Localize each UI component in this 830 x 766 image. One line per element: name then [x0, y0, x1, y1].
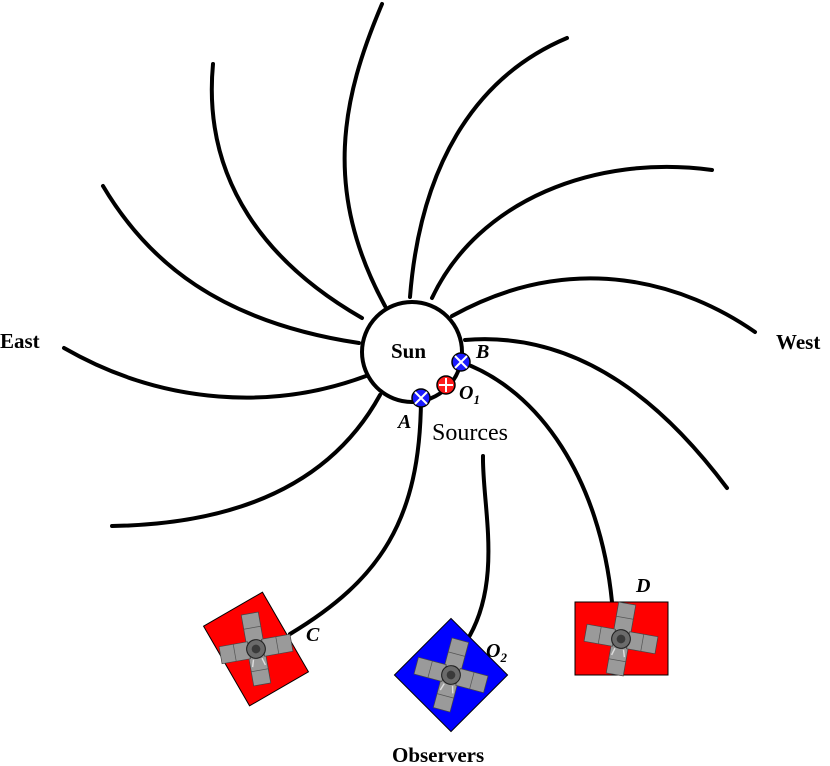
observer-o2-subscript: 2: [499, 650, 507, 665]
observers-label: Observers: [392, 743, 484, 766]
source-o1-subscript: 1: [473, 392, 480, 407]
spacecraft-icon: [406, 630, 496, 720]
observer-d: [574, 596, 669, 682]
west-label: West: [776, 330, 820, 354]
field-line: [342, 2, 387, 308]
field-line: [463, 337, 729, 490]
field-line: [288, 398, 423, 636]
footpoint-o1: [436, 375, 456, 395]
point-b-label: B: [475, 341, 489, 363]
field-line: [62, 346, 368, 400]
observer-d-label: D: [635, 575, 650, 597]
source-o1-label: O1: [459, 382, 480, 407]
observer-o2: [393, 617, 509, 733]
source-o1-letter: O: [459, 382, 473, 404]
observer-o2-label: O2: [486, 640, 507, 665]
field-line: [101, 184, 361, 345]
observer-c-label: C: [306, 624, 320, 646]
field-line: [430, 164, 714, 300]
field-line: [209, 62, 364, 320]
sun-disk: [360, 300, 464, 404]
observer-o2-letter: O: [486, 640, 500, 662]
field-line: [450, 276, 757, 334]
field-line: [459, 360, 614, 604]
sun-label: Sun: [391, 339, 426, 363]
footpoint-b: [451, 352, 471, 372]
field-line: [464, 454, 491, 644]
point-a-label: A: [396, 411, 411, 433]
sources-label: Sources: [432, 420, 508, 446]
observer-c: [202, 591, 310, 707]
field-line: [110, 393, 382, 528]
field-line: [408, 36, 569, 299]
east-label: East: [0, 329, 40, 353]
footpoint-a: [411, 388, 431, 408]
